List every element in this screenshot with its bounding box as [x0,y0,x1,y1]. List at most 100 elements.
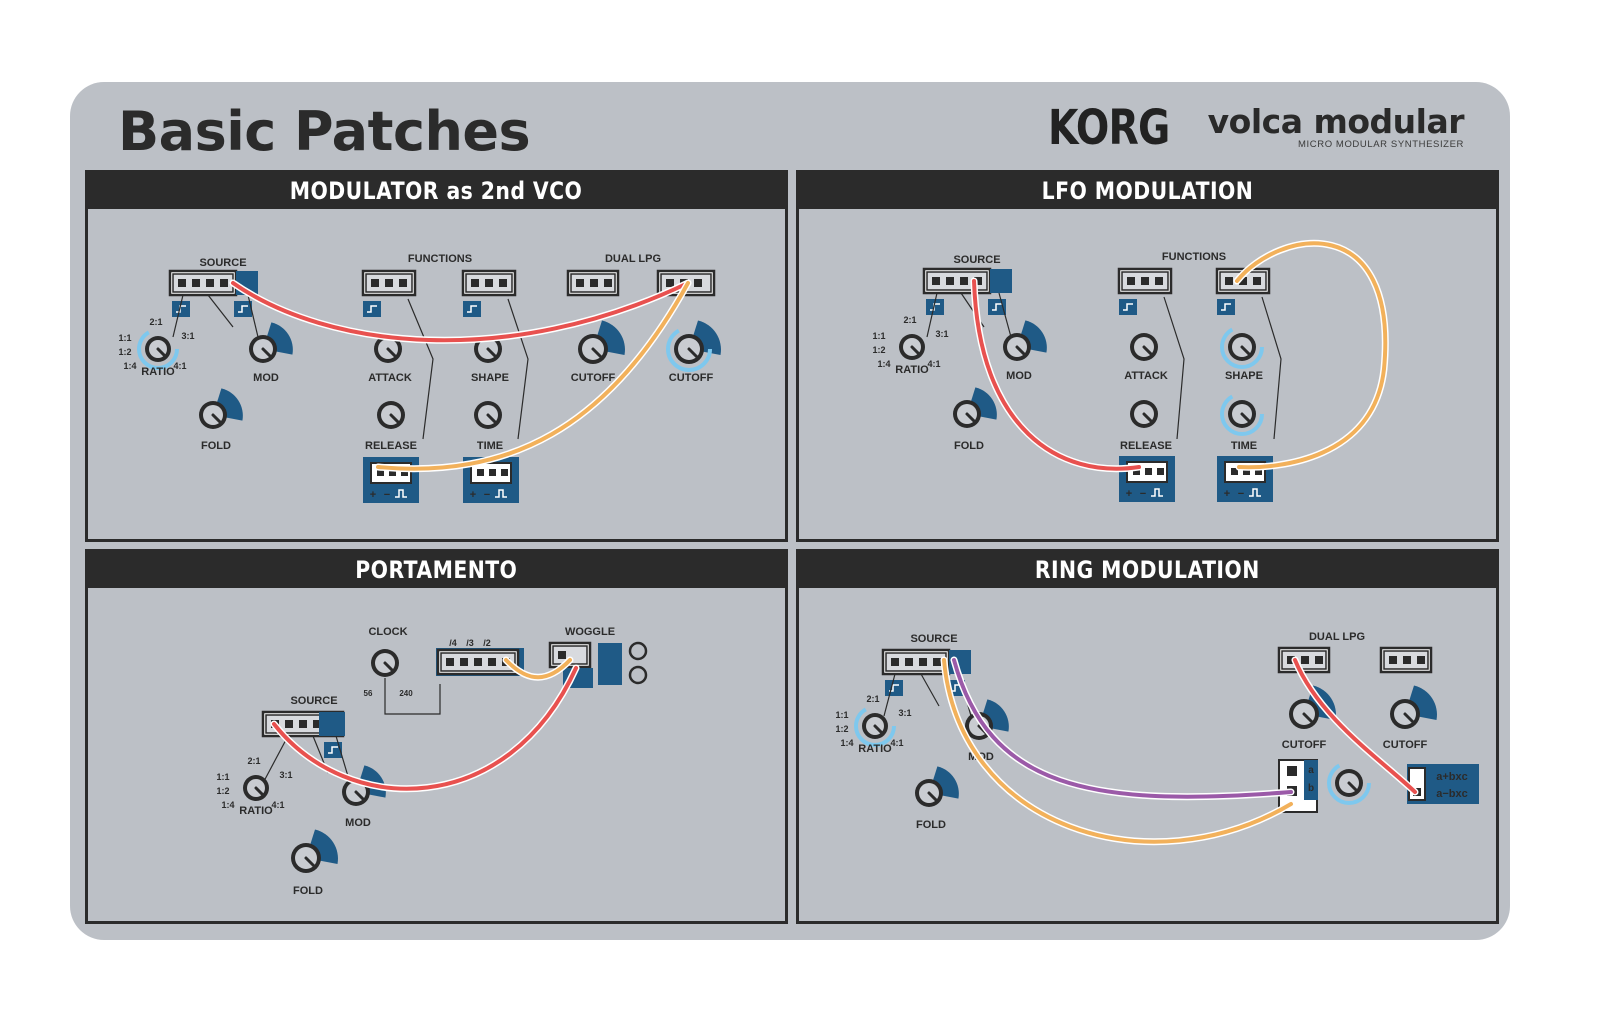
pulse-a-icon [363,301,381,317]
jack-socket-icon [377,469,384,476]
jack-socket-icon [1155,277,1163,285]
connector-line [926,292,938,338]
knob-pointer [354,790,366,802]
wave-glyph [1123,303,1133,311]
jack-socket-icon [1403,656,1411,664]
knob-pointer [389,413,401,425]
jack-socket-icon [399,279,407,287]
knob-pointer [965,412,977,424]
panel-title: LFO MODULATION [1041,177,1254,205]
jack-socket-icon [488,658,496,666]
jack-socket-icon [1287,656,1295,664]
highlight-ring-icon [854,705,896,747]
jack-socket-icon [932,277,940,285]
fold-label: FOLD [954,440,984,452]
knob-pointer [211,413,223,425]
div4-label: /4 [449,638,457,648]
jack-socket-icon [371,279,379,287]
panel-header: MODULATOR as 2nd VCO [88,173,785,209]
jack-socket-icon [206,279,214,287]
ratio-1-1: 1:1 [216,772,229,782]
jack-socket-icon [499,279,507,287]
ratio-3-1: 3:1 [279,770,292,780]
knob-pointer [1015,345,1027,357]
ratio-label: RATIO [141,366,175,378]
knob-pointer [873,724,884,735]
jack-socket-icon [485,279,493,287]
ratio-label: RATIO [858,743,892,755]
ratio-3-1: 3:1 [935,329,948,339]
jack-socket-icon [905,658,913,666]
minus-label: − [1238,488,1244,500]
wave-glyph [992,303,1002,311]
wave-glyph [467,305,477,313]
jack-socket-icon [1127,277,1135,285]
ratio-1-2: 1:2 [835,724,848,734]
ratio-2-1: 2:1 [149,317,162,327]
jack-socket-icon [1231,468,1238,475]
cable-orange [1235,241,1388,470]
connector-line [262,735,289,784]
connector-line [384,678,441,715]
cable-red [231,281,690,343]
woggle-label: WOGGLE [565,626,615,638]
release-label: RELEASE [1120,440,1172,452]
ratio-label: RATIO [895,364,929,376]
plus-label: + [470,489,476,501]
knob-pointer [687,347,699,359]
source-label: SOURCE [953,254,1000,266]
jack-socket-icon [590,279,598,287]
saw-icon [172,301,190,317]
release-label: RELEASE [365,440,417,452]
panel-header: RING MODULATION [799,552,1496,588]
highlight-ring-icon [1220,392,1264,436]
knob-pointer [927,791,939,803]
pulse-b-icon [463,301,481,317]
cutoff-label: CUTOFF [1282,739,1327,751]
jack-socket-icon [558,651,566,659]
ab-label-strip [1304,760,1318,800]
panel-title: RING MODULATION [1035,556,1260,584]
cable-purple [952,658,1293,799]
jack-socket-icon [694,279,702,287]
ratio-1-1: 1:1 [872,331,885,341]
cable-red [1293,658,1417,794]
div2-label: /2 [483,638,491,648]
time-label: TIME [1231,440,1257,452]
wave-glyph [1221,303,1231,311]
jack-socket-icon [501,469,508,476]
ratio-2-1: 2:1 [903,315,916,325]
plus-label: + [370,489,376,501]
pulse-b-icon [1217,299,1235,315]
jack-socket-icon [946,277,954,285]
connector-line [1261,296,1282,440]
b-label: b [1308,783,1314,794]
jack-socket-icon [1389,656,1397,664]
source-label: SOURCE [290,695,337,707]
connector-line [207,294,234,328]
saw-icon [885,680,903,696]
sine-icon [234,301,252,317]
knob-pointer [254,786,265,797]
jack-socket-icon [576,279,584,287]
clock-max-label: 240 [399,689,413,698]
knob-pointer [486,413,498,425]
ratio-1-4: 1:4 [840,738,853,748]
woggle-led-icon [628,665,648,685]
source-wave-tab [990,269,1012,293]
jack-socket-icon [299,720,307,728]
knob-pointer [1240,345,1252,357]
ratio-3-1: 3:1 [898,708,911,718]
ratio-1-1: 1:1 [118,333,131,343]
attack-label: ATTACK [368,372,412,384]
cutoff-label: CUTOFF [571,372,616,384]
jack-socket-icon [385,279,393,287]
jack-socket-icon [313,720,321,728]
knob-pointer [486,347,498,359]
jack-socket-icon [192,279,200,287]
ratio-2-1: 2:1 [247,756,260,766]
a-input-jack-icon [1287,766,1297,776]
jack-socket-icon [460,658,468,666]
